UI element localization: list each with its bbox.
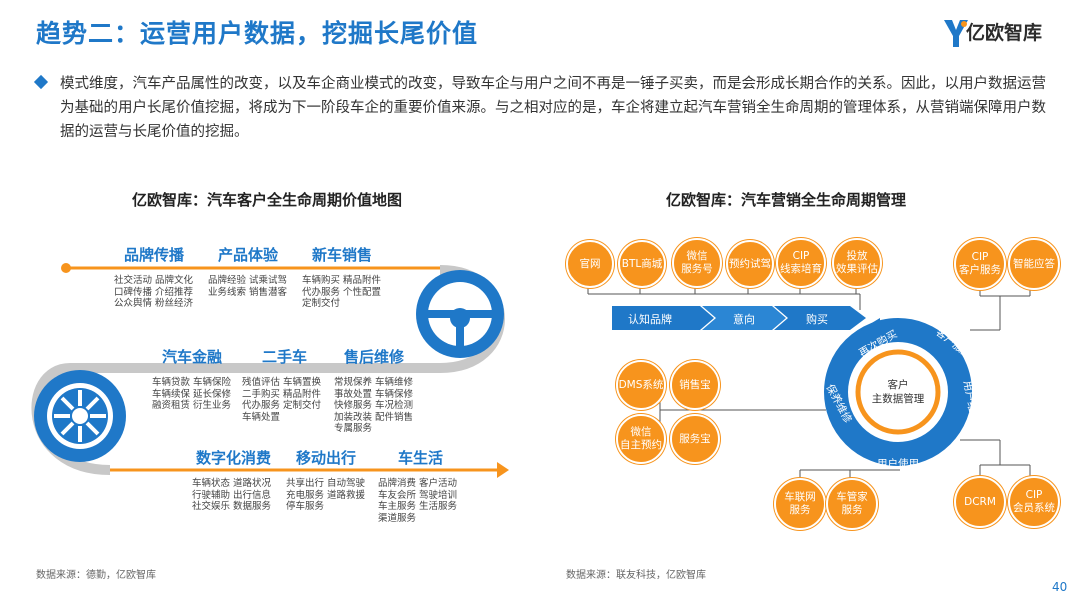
bubble-wechat-booking: 微信 自主预约 — [616, 414, 666, 464]
bubble-smart-reply: 智能应答 — [1008, 238, 1060, 290]
category-mobility: 移动出行 — [296, 449, 357, 467]
ring-label-user-usage: 用户使用 — [877, 458, 919, 470]
category-used-car: 二手车 — [262, 348, 308, 366]
left-source-note: 数据来源：德勤，亿欧智库 — [36, 570, 156, 581]
flow-stage-label: 意向 — [733, 313, 755, 326]
bubble-service-tool: 服务宝 — [670, 414, 720, 464]
bubble-wechat-service: 微信 服务号 — [672, 238, 722, 288]
left-chart-title: 亿欧智库：汽车客户全生命周期价值地图 — [132, 191, 403, 209]
category-items: 社交活动 品牌文化 口碑传播 介绍推荐 公众舆情 粉丝经济 — [114, 275, 194, 309]
bubble-official-site: 官网 — [566, 240, 614, 288]
center-customer-master-data: 客户 主数据管理 — [871, 379, 925, 405]
bubble-sales-tool: 销售宝 — [670, 360, 720, 410]
category-items: 残值评估 车辆置换 二手购买 精品附件 代办服务 定制交付 车辆处置 — [242, 377, 322, 423]
category-items: 品牌消费 客户活动 车友会所 驾驶培训 车主服务 生活服务 渠道服务 — [378, 478, 458, 524]
logo-text: 亿欧智库 — [966, 22, 1043, 44]
bubble-dcrm: DCRM — [954, 476, 1006, 528]
bubble-btl-mall: BTL商城 — [618, 240, 666, 288]
category-items: 常规保养 车辆维修 事故处置 车辆保修 快修服务 车况检测 加装改装 配件销售 … — [334, 377, 414, 434]
bubble-car-butler: 车管家 服务 — [826, 478, 878, 530]
right-source-note: 数据来源：联友科技，亿欧智库 — [566, 570, 706, 581]
car-wheel-icon — [34, 370, 126, 462]
intro-paragraph: 模式维度，汽车产品属性的改变，以及车企商业模式的改变，导致车企与用户之间不再是一… — [60, 76, 1046, 140]
flow-stage-label: 购买 — [806, 313, 828, 326]
category-digital-consumption: 数字化消费 — [196, 449, 272, 467]
bubble-cip-membership: CIP 会员系统 — [1008, 476, 1060, 528]
category-auto-finance: 汽车金融 — [162, 348, 223, 366]
category-items: 车辆贷款 车辆保险 车辆续保 延长保修 融资租赁 衍生业务 — [152, 377, 232, 411]
category-brand-communication: 品牌传播 — [124, 246, 185, 264]
page-number: 40 — [1052, 580, 1068, 594]
steering-wheel-icon — [416, 270, 504, 358]
bubble-ad-evaluation: 投放 效果评估 — [832, 238, 882, 288]
bubble-test-drive: 预约试驾 — [726, 240, 774, 288]
category-after-sales: 售后维修 — [344, 348, 405, 366]
yiou-logo-icon — [944, 20, 968, 47]
bubble-dms: DMS系统 — [616, 360, 666, 410]
category-items: 共享出行 自动驾驶 充电服务 道路救援 停车服务 — [286, 478, 366, 512]
bubble-cip-customer-service: CIP 客户服务 — [954, 238, 1006, 290]
right-chart-title: 亿欧智库：汽车营销全生命周期管理 — [666, 191, 907, 209]
category-items: 车辆状态 道路状况 行驶辅助 出行信息 社交娱乐 数据服务 — [192, 478, 272, 512]
timeline-arrow-icon — [497, 462, 509, 478]
category-items: 车辆购买 精品附件 代办服务 个性配置 定制交付 — [302, 275, 382, 309]
category-new-car-sales: 新车销售 — [312, 246, 373, 264]
page-title: 趋势二：运营用户数据，挖掘长尾价值 — [36, 19, 479, 48]
flow-stage-label: 认知品牌 — [628, 313, 672, 326]
category-product-experience: 产品体验 — [218, 246, 279, 264]
bubble-telematics: 车联网 服务 — [774, 478, 826, 530]
category-items: 品牌经验 试乘试驾 业务线索 销售潜客 — [208, 275, 288, 298]
category-car-life: 车生活 — [398, 449, 444, 467]
bubble-cip-lead: CIP 线索培育 — [776, 238, 826, 288]
